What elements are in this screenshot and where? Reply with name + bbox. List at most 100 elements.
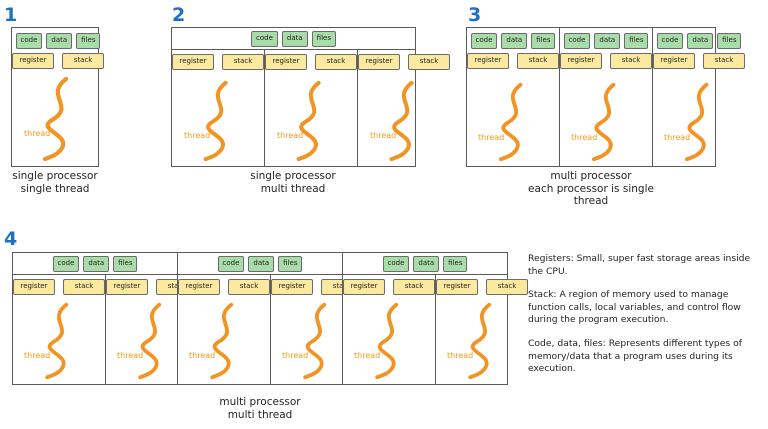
thread-area: thread	[172, 70, 264, 166]
files-chip: files	[113, 255, 138, 272]
stack-chip: stack	[222, 54, 264, 70]
panel-3-number: 3	[468, 4, 482, 26]
thread-squiggle-icon	[303, 302, 327, 380]
panel-3-process-boxes: code data files register stack thread	[466, 27, 745, 167]
register-chip: register	[653, 53, 695, 69]
thread-area: thread	[560, 69, 652, 166]
files-chip: files	[76, 33, 101, 49]
thread-column: code data files register stack thread	[12, 28, 104, 166]
stack-chip: stack	[393, 279, 435, 295]
thread-squiggle-icon	[389, 80, 414, 162]
files-chip: files	[624, 33, 649, 49]
register-chip: register	[436, 279, 478, 295]
register-chip: register	[172, 54, 214, 70]
thread-column: register stack thread	[435, 275, 528, 384]
memory-chip-row: code data files	[656, 33, 742, 49]
thread-squiggle-icon	[684, 82, 709, 162]
thread-area: thread	[343, 295, 435, 384]
thread-label: thread	[184, 131, 211, 140]
code-chip: code	[563, 33, 591, 49]
code-chip: code	[15, 33, 43, 49]
thread-area: thread	[358, 70, 450, 166]
register-chip: register	[106, 279, 148, 295]
panel-1-number: 1	[4, 4, 18, 26]
stack-chip: stack	[486, 279, 528, 295]
shared-memory-bar: code data files	[343, 253, 507, 275]
thread-squiggle-icon	[591, 82, 616, 162]
stack-chip: stack	[703, 53, 745, 69]
legend-notes: Registers: Small, super fast storage are…	[528, 253, 764, 387]
thread-column: register stack thread	[357, 50, 450, 166]
thread-column: register stack thread	[264, 50, 357, 166]
thread-area: thread	[436, 295, 528, 384]
register-chip: register	[271, 279, 313, 295]
thread-label: thread	[24, 351, 51, 360]
thread-area: thread	[178, 295, 270, 384]
register-stack-row: register stack	[172, 54, 264, 70]
thread-column: register stack thread	[178, 275, 270, 384]
panel-3-columns: code data files register stack thread	[467, 28, 745, 166]
data-chip: data	[248, 255, 275, 272]
data-chip: data	[687, 33, 714, 49]
register-stack-row: register stack	[343, 279, 435, 295]
thread-column: register stack thread	[343, 275, 435, 384]
files-chip: files	[531, 33, 556, 49]
thread-label: thread	[664, 133, 691, 142]
panel-4-process-box: code data files register stack thread	[12, 252, 198, 385]
files-chip: files	[443, 255, 468, 272]
stack-chip: stack	[408, 54, 450, 70]
panel-4-process-box: code data files register stack thread	[342, 252, 528, 385]
panel-4-caption: multi processor multi thread	[219, 396, 301, 421]
code-chip: code	[382, 255, 410, 272]
panel-1-caption: single processor single thread	[12, 170, 98, 195]
data-chip: data	[281, 30, 308, 47]
memory-chip-row: code data files	[563, 33, 649, 49]
thread-squiggle-icon	[375, 302, 399, 380]
register-chip: register	[343, 279, 385, 295]
register-stack-row: register stack	[12, 53, 104, 69]
thread-label: thread	[117, 351, 144, 360]
data-chip: data	[501, 33, 528, 49]
stack-chip: stack	[610, 53, 652, 69]
thread-label: thread	[478, 133, 505, 142]
panel-2-number: 2	[172, 4, 186, 26]
panel-2-process-box: code data files register stack thread	[171, 27, 450, 167]
data-chip: data	[46, 33, 73, 49]
register-stack-row: register stack	[265, 54, 357, 70]
register-chip: register	[467, 53, 509, 69]
processor-column: code data files register stack thread	[559, 28, 652, 166]
register-stack-row: register stack	[13, 279, 105, 295]
thread-label: thread	[24, 129, 51, 138]
data-chip: data	[83, 255, 110, 272]
panel-4-number: 4	[4, 228, 18, 250]
note-code-data-files: Code, data, files: Represents different …	[528, 337, 742, 375]
register-stack-row: register stack	[560, 53, 652, 69]
files-chip: files	[717, 33, 742, 49]
thread-label: thread	[277, 131, 304, 140]
files-chip: files	[311, 30, 336, 47]
stack-chip: stack	[63, 279, 105, 295]
thread-squiggle-icon	[296, 80, 321, 162]
panel-2-columns: register stack thread register stack	[172, 50, 450, 166]
shared-memory-bar: code data files	[172, 28, 415, 50]
thread-squiggle-icon	[42, 76, 69, 162]
thread-area: thread	[265, 70, 357, 166]
note-stack: Stack: A region of memory used to manage…	[528, 289, 741, 326]
thread-squiggle-icon	[468, 302, 492, 380]
files-chip: files	[278, 255, 303, 272]
register-stack-row: register stack	[358, 54, 450, 70]
thread-area: thread	[467, 69, 559, 166]
shared-memory-bar: code data files	[178, 253, 342, 275]
register-chip: register	[13, 279, 55, 295]
register-chip: register	[265, 54, 307, 70]
thread-label: thread	[189, 351, 216, 360]
register-chip: register	[12, 53, 54, 69]
thread-area: thread	[13, 295, 105, 384]
thread-area: thread	[271, 295, 363, 384]
panel-3-caption: multi processor each processor is single…	[528, 170, 654, 207]
thread-label: thread	[354, 351, 381, 360]
thread-area: thread	[12, 69, 104, 166]
code-chip: code	[251, 30, 278, 47]
stack-chip: stack	[228, 279, 270, 295]
shared-memory-bar: code data files	[13, 253, 177, 275]
